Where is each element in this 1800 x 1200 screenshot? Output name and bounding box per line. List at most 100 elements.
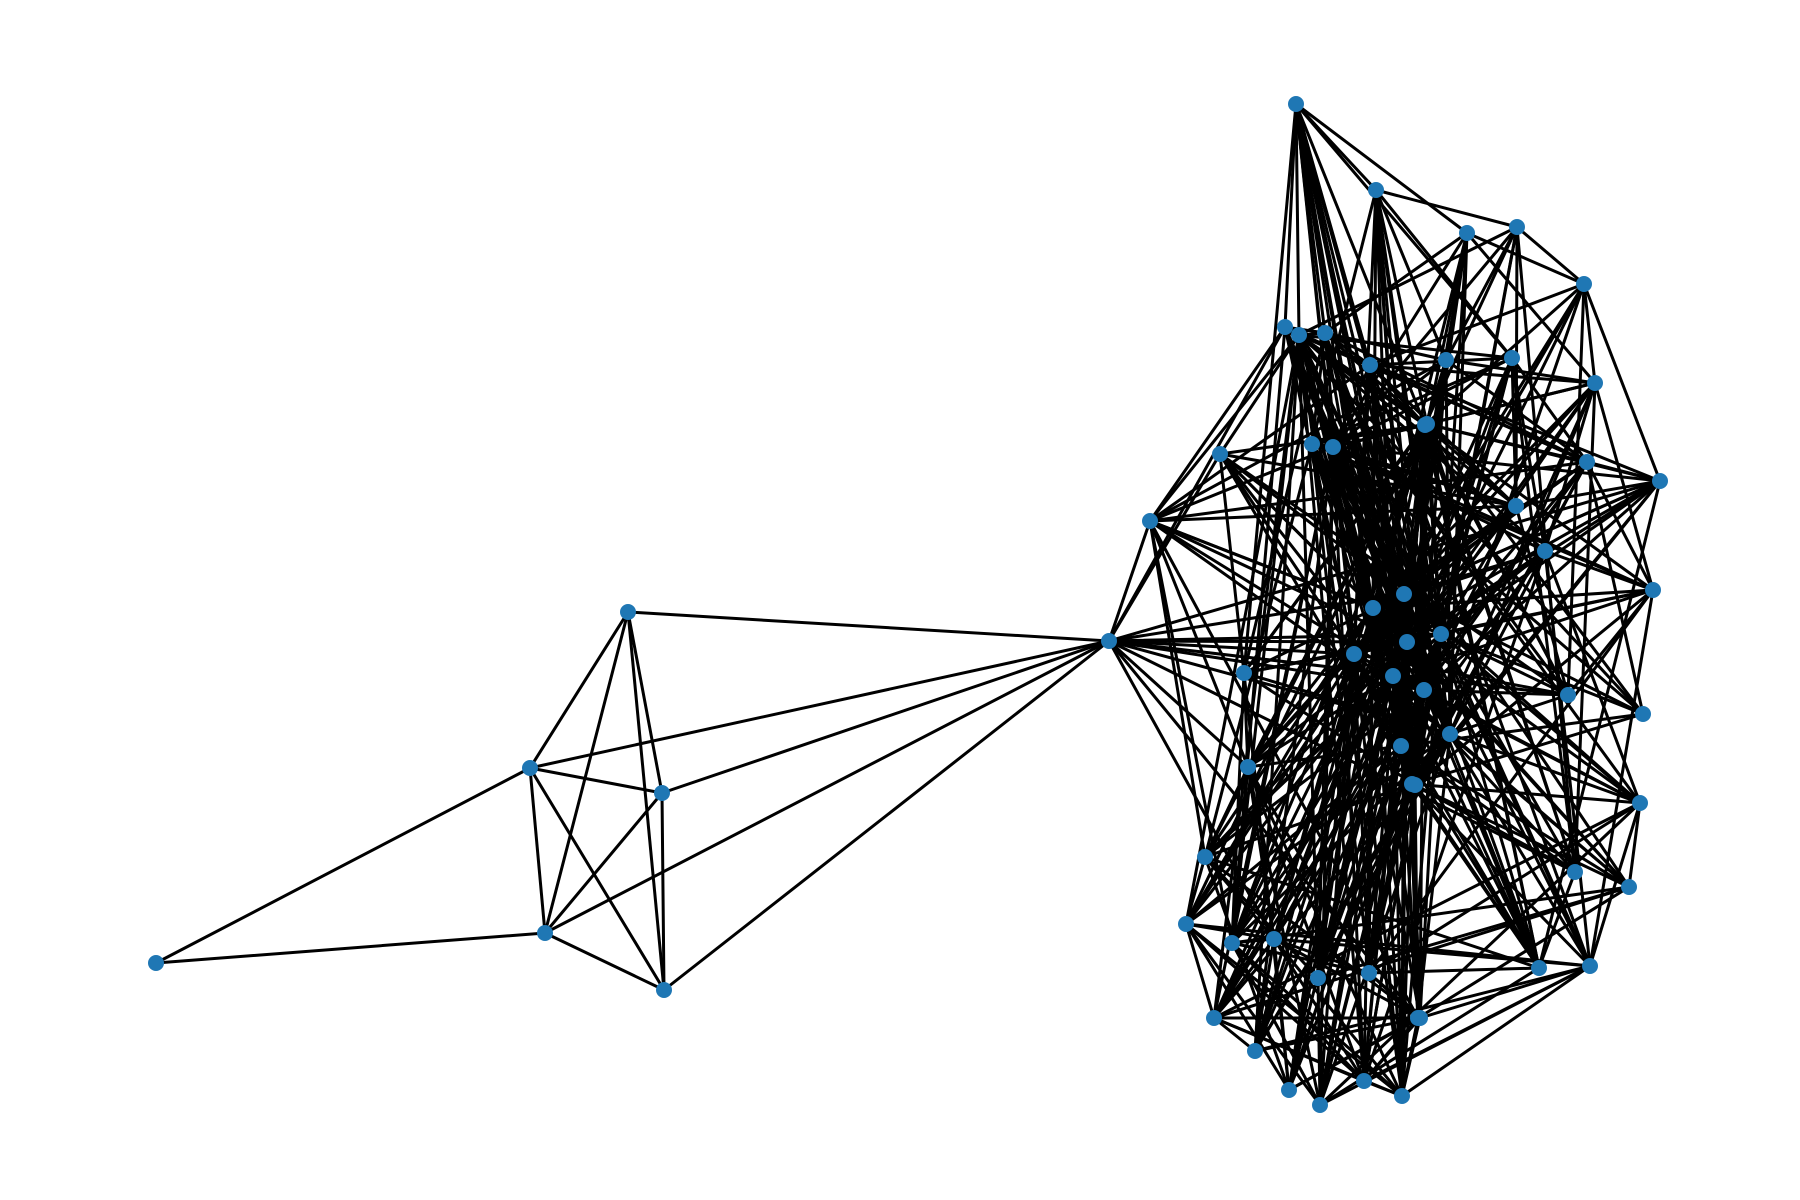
graph-edge — [1368, 282, 1586, 367]
graph-edge — [1588, 801, 1642, 968]
graph-edge — [1297, 333, 1662, 483]
graph-edge — [1362, 783, 1417, 1083]
graph-edge — [1510, 356, 1577, 874]
graph-edge — [528, 610, 630, 770]
graph-edge — [1410, 782, 1631, 889]
graph-node — [1438, 352, 1454, 368]
graph-node — [1508, 498, 1524, 514]
graph-edge — [528, 766, 666, 992]
graph-node — [1393, 738, 1409, 754]
graph-edge — [1230, 941, 1322, 1107]
graph-edge — [1374, 188, 1514, 360]
graph-edge — [1423, 423, 1570, 697]
graph-edges — [154, 102, 1662, 1107]
graph-edge — [1410, 712, 1645, 786]
graph-edge — [1585, 460, 1645, 716]
graph-edge — [1510, 356, 1589, 464]
graph-edge — [543, 610, 630, 935]
graph-edge — [543, 639, 1111, 935]
graph-node — [1277, 319, 1293, 335]
graph-edge — [1297, 333, 1443, 636]
graph-edge — [1212, 333, 1301, 1020]
graph-edge — [1184, 922, 1291, 1092]
graph-edge — [1184, 333, 1301, 926]
graph-node — [1504, 350, 1520, 366]
graph-edge — [1148, 519, 1207, 859]
graph-edge — [626, 610, 664, 795]
graph-edge — [1297, 333, 1366, 1083]
graph-edge — [1287, 674, 1395, 1092]
graph-node — [1325, 439, 1341, 455]
graph-edge — [1405, 640, 1417, 787]
graph-edge — [626, 610, 666, 992]
graph-edge — [1218, 333, 1301, 456]
graph-edge — [1297, 333, 1452, 736]
graph-edge — [528, 639, 1111, 770]
graph-edge — [154, 931, 547, 965]
graph-edge — [1294, 102, 1378, 192]
graph-edge — [1297, 333, 1395, 678]
graph-edge — [1627, 801, 1642, 889]
graph-node — [1266, 931, 1282, 947]
graph-edge — [154, 766, 532, 965]
graph-edge — [1253, 333, 1301, 1053]
graph-edge — [1212, 1016, 1257, 1053]
graph-edge — [1566, 282, 1586, 697]
graph-edge — [1416, 732, 1452, 1020]
graph-edge — [1352, 652, 1417, 787]
graph-edge — [543, 791, 664, 935]
graph-edge — [1331, 358, 1448, 449]
graph-node — [1206, 1010, 1222, 1026]
graph-node — [522, 760, 538, 776]
graph-node — [1635, 706, 1651, 722]
graph-node — [1396, 586, 1412, 602]
graph-edge — [626, 610, 1111, 643]
graph-edge — [1405, 640, 1631, 889]
graph-edge — [1416, 885, 1631, 1020]
graph-edge — [1294, 102, 1427, 427]
graph-node — [656, 982, 672, 998]
graph-node — [1416, 682, 1432, 698]
graph-edge — [1422, 479, 1662, 692]
graph-edge — [1400, 1016, 1420, 1098]
graph-edge — [1582, 282, 1662, 483]
graph-edge — [1148, 325, 1287, 523]
graph-node — [1531, 960, 1547, 976]
graph-edge — [1439, 588, 1655, 636]
graph-edge — [1400, 964, 1592, 1098]
graph-node — [1362, 357, 1378, 373]
graph-edge — [1374, 188, 1429, 426]
graph-node — [1247, 1043, 1263, 1059]
graph-node — [1621, 879, 1637, 895]
graph-edge — [1418, 423, 1427, 1020]
graph-edge — [1283, 102, 1298, 329]
graph-edge — [1402, 460, 1589, 596]
graph-edge — [1184, 744, 1403, 926]
graph-edge — [1184, 423, 1427, 926]
graph-edge — [1537, 870, 1577, 970]
graph-edge — [1423, 423, 1443, 636]
graph-edge — [1272, 937, 1291, 1092]
graph-node — [1178, 916, 1194, 932]
graph-edge — [1331, 445, 1356, 656]
graph-node — [1385, 668, 1401, 684]
graph-edge — [1367, 966, 1541, 975]
graph-edge — [1374, 188, 1519, 229]
graph-node — [1312, 1097, 1328, 1113]
graph-edge — [1448, 732, 1642, 805]
graph-node — [1579, 454, 1595, 470]
graph-edge — [1297, 333, 1429, 426]
graph-edge — [1297, 225, 1519, 337]
graph-node — [1632, 795, 1648, 811]
graph-node — [1442, 726, 1458, 742]
graph-edge — [1294, 102, 1375, 610]
graph-edge — [1515, 225, 1586, 286]
graph-node — [1317, 325, 1333, 341]
graph-edge — [1318, 652, 1356, 1107]
graph-node — [1587, 375, 1603, 391]
graph-node — [1582, 958, 1598, 974]
graph-edge — [1253, 964, 1592, 1053]
graph-node — [1310, 970, 1326, 986]
graph-edge — [1405, 549, 1547, 644]
